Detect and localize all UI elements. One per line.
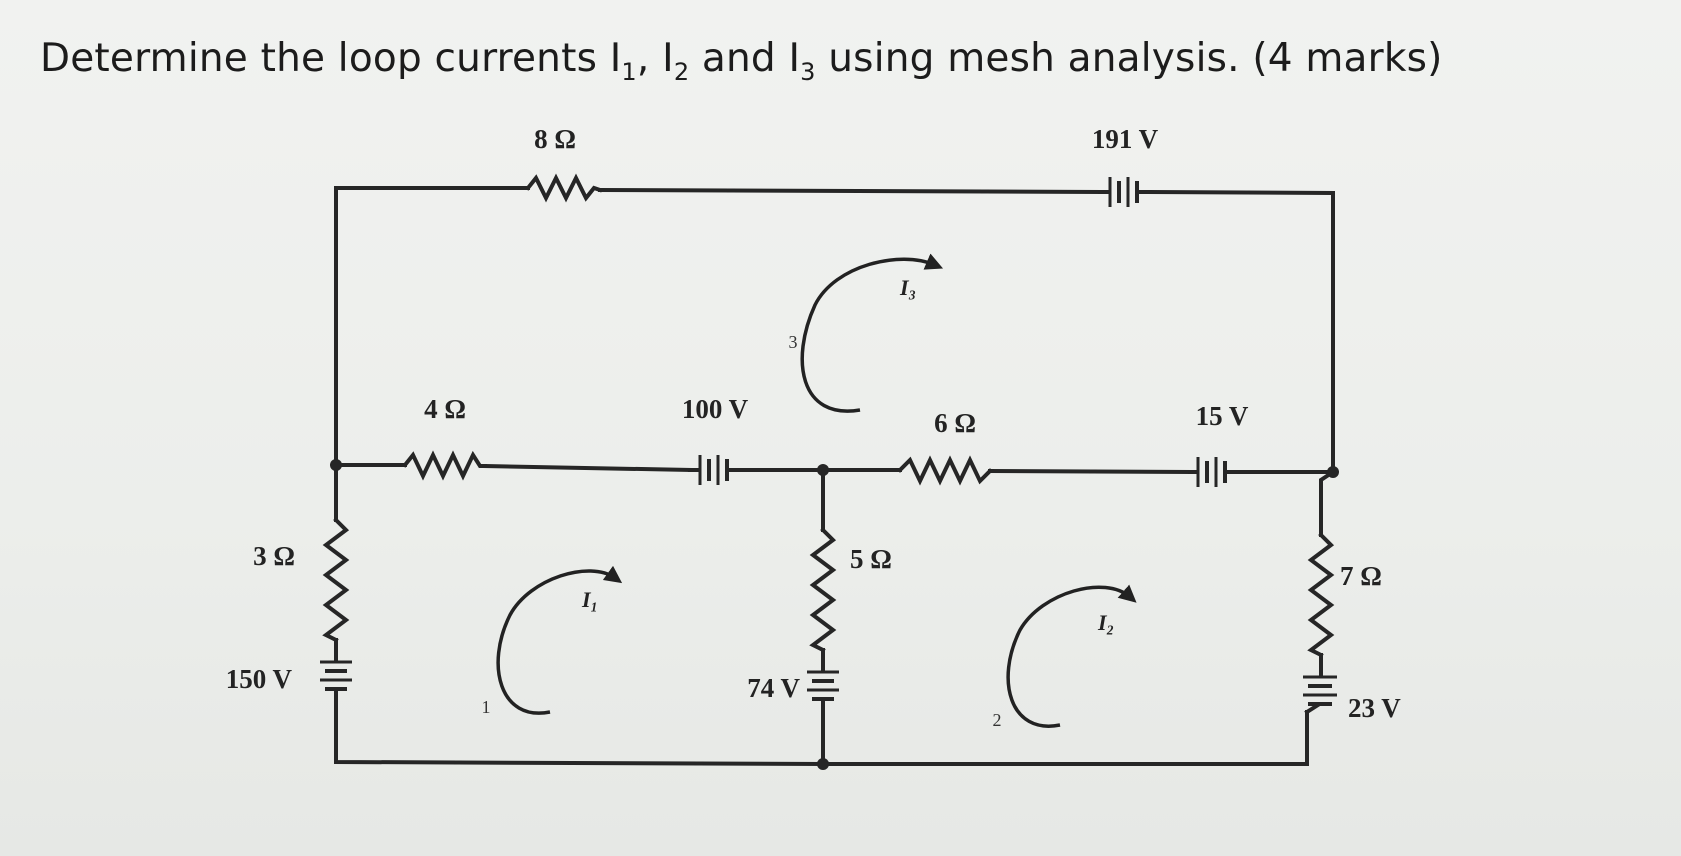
label-v-center: 74 V <box>747 673 800 703</box>
label-r-mid-right: 6 Ω <box>934 408 976 438</box>
label-v-right: 23 V <box>1348 693 1401 723</box>
question-mid-2: and I <box>689 36 801 81</box>
label-mesh-1-current: I₁ <box>581 587 598 612</box>
question-mid-1: , I <box>636 36 674 81</box>
battery-191-v <box>1098 177 1152 207</box>
top-wire <box>334 186 1335 472</box>
junction-right <box>1327 466 1339 478</box>
junction-dots <box>330 459 1339 770</box>
label-mesh-2-number: 2 <box>993 710 1002 730</box>
label-r-mid-left: 4 Ω <box>424 394 466 424</box>
question-sub-2: 2 <box>673 57 690 86</box>
resistor-6-ohm <box>897 455 993 486</box>
battery-15-v <box>1188 457 1242 487</box>
right-wire <box>821 469 1336 766</box>
label-r-center: 5 Ω <box>850 544 892 574</box>
junction-left <box>330 459 342 471</box>
label-r-right: 7 Ω <box>1340 561 1382 591</box>
label-v-mid-right: 15 V <box>1196 401 1249 431</box>
mesh-3-arrow <box>800 253 944 413</box>
label-v-left: 150 V <box>226 664 293 694</box>
battery-100-v <box>688 455 742 485</box>
mesh-2-arrow <box>1006 584 1137 728</box>
junction-center <box>817 464 829 476</box>
label-v-top: 191 V <box>1092 124 1159 154</box>
mesh-1-arrow <box>496 565 623 715</box>
label-v-mid-left: 100 V <box>682 394 749 424</box>
resistor-7-ohm <box>1307 532 1335 658</box>
question-prefix: Determine the loop currents I <box>40 36 622 81</box>
label-r-top: 8 Ω <box>534 124 576 154</box>
question-sub-3: 3 <box>800 57 816 86</box>
label-mesh-1-number: 1 <box>482 697 491 717</box>
label-mesh-2-current: I₂ <box>1097 610 1114 635</box>
resistor-5-ohm <box>809 527 837 653</box>
battery-23-v <box>1303 675 1337 715</box>
label-mesh-3-current: I₃ <box>899 275 916 300</box>
resistor-4-ohm <box>402 450 487 481</box>
left-wire <box>334 463 826 767</box>
question-sub-1: 1 <box>621 57 637 86</box>
question-suffix: using mesh analysis. (4 marks) <box>815 36 1443 81</box>
question-text: Determine the loop currents I1, I2 and I… <box>40 36 1443 86</box>
label-mesh-3-number: 3 <box>789 332 798 352</box>
label-r-left: 3 Ω <box>253 541 295 571</box>
battery-74-v <box>807 670 839 714</box>
resistor-3-ohm <box>322 517 350 643</box>
junction-bottom <box>817 758 829 770</box>
resistor-8-ohm <box>525 173 603 203</box>
battery-150-v <box>320 660 352 702</box>
